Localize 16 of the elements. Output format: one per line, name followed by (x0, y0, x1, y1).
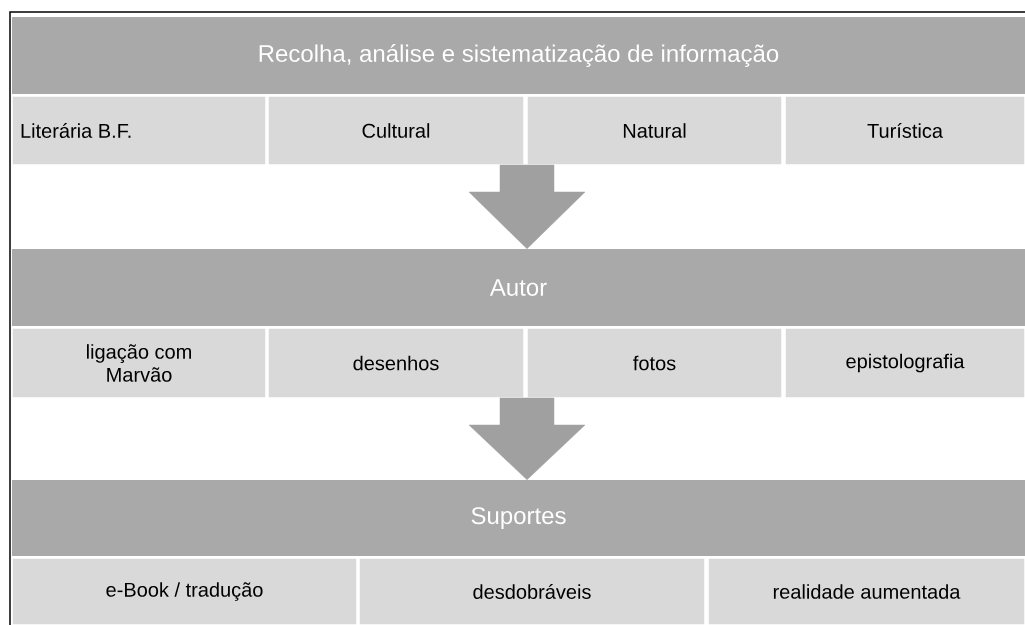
category-cell: epistolografia (784, 327, 1025, 399)
block-arrow (468, 164, 586, 250)
category-cell: Cultural (267, 95, 525, 166)
category-cell: Natural (526, 95, 783, 166)
category-cell: realidade aumentada (707, 557, 1025, 625)
header-band: Recolha, análise e sistematização de informação (12, 17, 1025, 94)
header-band: Suportes (12, 480, 1025, 556)
category-cell: fotos (526, 327, 783, 399)
category-cell: ligação com Marvão (11, 327, 267, 399)
category-cell: Turística (784, 95, 1025, 166)
category-cell: desenhos (267, 327, 525, 399)
block-arrow (468, 397, 586, 481)
header-band: Autor (12, 249, 1025, 326)
category-cell: desdobráveis (358, 557, 706, 625)
category-cell: e-Book / tradução (11, 557, 358, 625)
category-cell: Literária B.F. (11, 95, 267, 166)
